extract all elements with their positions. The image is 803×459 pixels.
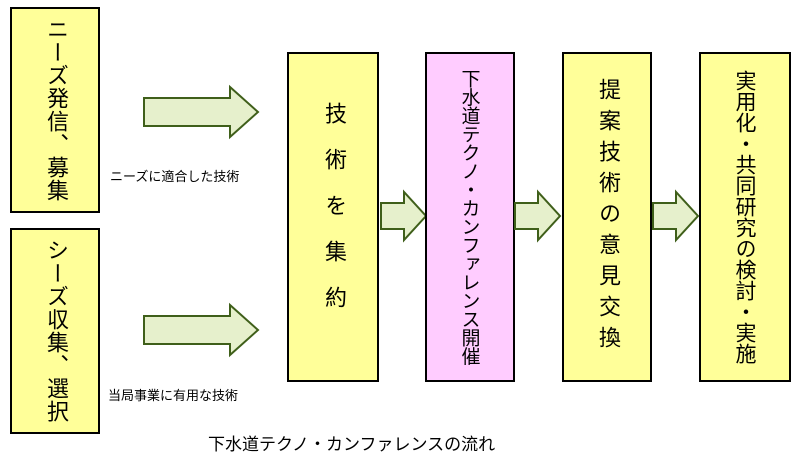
collect-to-conference-arrow: [380, 189, 428, 243]
implement-box: 実用化・共同研究の検討・実施: [699, 52, 791, 382]
collect-box: 技術を集約: [287, 52, 379, 382]
seeds-arrow-label: 当局事業に有用な技術: [108, 389, 239, 404]
conference-box: 下水道テクノ・カンファレンス開催: [425, 52, 515, 382]
collect-text: 技術を集約: [321, 102, 346, 332]
seeds-box: シーズ収集、選択: [10, 228, 100, 434]
implement-text: 実用化・共同研究の検討・実施: [733, 70, 757, 364]
needs-text: ニーズ発信、募集: [43, 18, 68, 202]
conference-to-exchange-arrow: [514, 189, 562, 243]
conference-text: 下水道テクノ・カンファレンス開催: [458, 69, 481, 365]
seeds-text: シーズ収集、選択: [43, 239, 68, 423]
needs-box: ニーズ発信、募集: [10, 7, 100, 213]
seeds-arrow: [143, 302, 260, 358]
needs-arrow: [143, 84, 260, 140]
exchange-to-implement-arrow: [652, 189, 700, 243]
diagram-caption: 下水道テクノ・カンファレンスの流れ: [208, 435, 496, 455]
needs-arrow-label: ニーズに適合した技術: [110, 170, 240, 185]
exchange-box: 提案技術の意見交換: [562, 52, 652, 382]
exchange-text: 提案技術の意見交換: [595, 77, 620, 357]
